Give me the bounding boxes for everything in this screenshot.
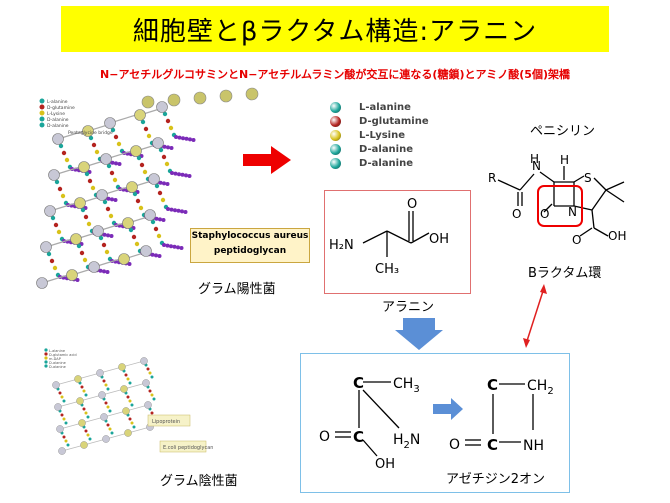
penicillin-structure: R N H H S N O O OH O [488,152,626,247]
gram-positive-peptidoglycan-diagram: L-alanine D-glutamine L-Lysine D-alanine… [36,87,259,289]
amino-legend-item: D-alanine [330,156,429,170]
azet-o2: O [449,437,460,453]
gram-negative-legend: L-alanine D-glutamic acid m-DAP D-alanin… [44,348,77,369]
alanine-oh: OH [429,232,449,247]
azet-h2n: H2N [393,432,420,451]
penicillin-o-acid: O [572,233,581,247]
penicillin-label: ペニシリン [530,124,596,139]
penicillin-h-right: H [560,153,569,167]
amino-dot-icon [330,143,341,155]
beta-lactam-ring-highlight [537,185,583,227]
amino-legend-label: D-glutamine [359,115,429,127]
penicillin-n-top: N [532,159,541,173]
azet-oh: OH [375,457,395,472]
amino-legend-item: L-alanine [330,100,429,114]
gram-positive-legend-item: L-Lysine [47,111,65,117]
gram-negative-legend-item: D-alanine [49,365,66,369]
alanine-h2n: H₂N [329,238,354,253]
penicillin-s: S [584,171,592,185]
gram-positive-legend-item: D-alanine [47,117,69,123]
penicillin-n-ring: N [568,205,577,219]
azet-c2-top: C [487,376,498,394]
ecoli-peptidoglycan-caption: E.coli peptidoglycan [163,445,213,451]
right-arrow-icon [243,146,291,174]
penicillin-r: R [488,171,496,185]
right-arrow-small-icon [433,398,463,420]
amino-legend-label: D-alanine [359,157,414,169]
azet-o: O [319,429,330,445]
down-arrow-icon [395,318,443,350]
amino-dot-icon [330,115,341,127]
alanine-o: O [407,197,417,212]
gram-positive-legend-item: D-alanine [47,123,69,129]
azet-nh: NH [523,438,544,454]
penicillin-o-ring: O [540,207,549,221]
subtitle: N−アセチルグルコサミンとN−アセチルムラミン酸が交互に連なる(糖鎖)とアミノ酸… [100,68,570,81]
page-title: 細胞壁とβラクタム構造:アラニン [132,16,538,47]
gram-negative-peptidoglycan-diagram: L-alanine D-glutamic acid m-DAP D-alanin… [44,348,213,455]
alanine-ch3: CH₃ [375,262,399,277]
azet-c-mid: C [353,428,364,446]
staph-peptidoglycan-caption: Staphylococcus aureus peptidoglycan [190,228,310,263]
title-banner: 細胞壁とβラクタム構造:アラニン [61,6,609,52]
gram-positive-legend-item: L-alanine [47,99,68,105]
amino-legend-label: D-alanine [359,143,414,155]
gram-positive-legend: L-alanine D-glutamine L-Lysine D-alanine… [39,98,113,136]
alanine-to-azetidinone-diagram: C CH3 C O H2N OH C CH2 C NH O [319,374,554,472]
alanine-structure-box: O H₂N OH CH₃ [324,190,471,294]
amino-legend-item: L-Lysine [330,128,429,142]
gram-negative-legend-item: D-alanine [49,361,66,365]
gram-positive-label: グラム陽性菌 [198,282,276,297]
beta-lactam-ring-label: Bラクタム環 [528,266,602,281]
gram-negative-legend-item: D-glutamic acid [49,353,77,357]
amino-legend-item: D-glutamine [330,114,429,128]
staph-caption-line1: Staphylococcus aureus [191,231,309,241]
gram-positive-legend-item: D-glutamine [47,105,75,111]
azet-ch3: CH3 [393,376,420,395]
alanine-structure: O H₂N OH CH₃ [329,197,449,277]
penicillin-h-top: H [530,152,539,166]
gram-negative-legend-item: m-DAP [49,357,61,361]
azetidinone-label: アゼチジン2オン [446,472,546,487]
penicillin-o-left: O [512,207,521,221]
gram-negative-legend-item: L-alanine [49,349,65,353]
amino-dot-icon [330,157,341,169]
amino-dot-icon [330,129,341,141]
gram-positive-legend-item: Pentaglycine bridge [68,130,113,136]
double-arrow-icon [523,284,547,348]
amino-legend-label: L-Lysine [359,129,406,141]
gram-negative-label: グラム陰性菌 [160,474,238,489]
azet-ch2: CH2 [527,378,554,397]
alanine-label: アラニン [382,300,435,315]
staph-caption-line2: peptidoglycan [213,246,287,256]
amino-dot-icon [330,101,341,113]
azetidinone-box: C CH3 C O H2N OH C CH2 C NH O [300,353,570,493]
penicillin-oh: OH [608,229,626,243]
azet-c-top: C [353,374,364,392]
amino-legend-item: D-alanine [330,142,429,156]
lipoprotein-tag: Lipoprotein [152,419,180,425]
amino-legend-label: L-alanine [359,101,411,113]
azet-c2-bottom: C [487,436,498,454]
